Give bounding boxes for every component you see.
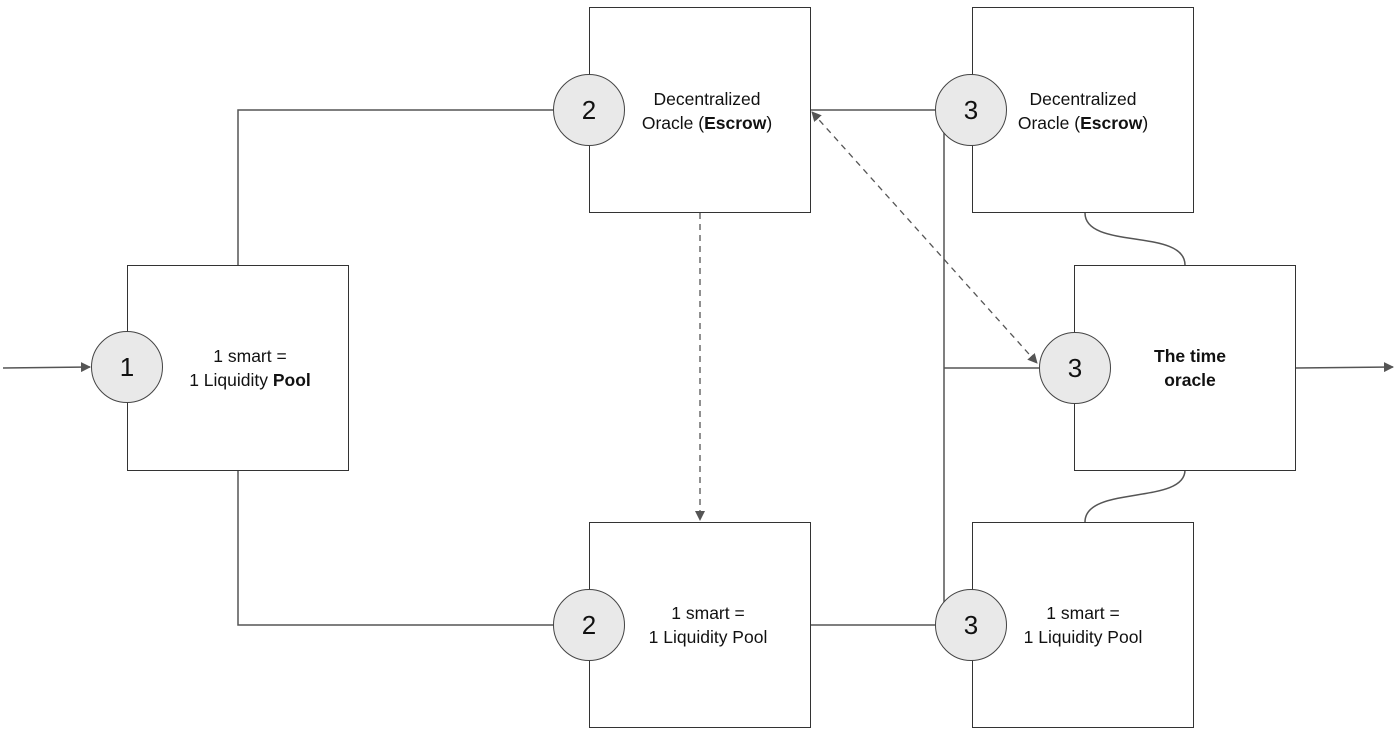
label-pool-3-line1: 1 smart = [1046, 603, 1120, 623]
label-oracle-2-line2a: Oracle ( [641, 113, 705, 133]
label-pool-2-line2: 1 Liquidity Pool [648, 627, 768, 647]
step-node-1: 1 [91, 331, 163, 403]
label-pool-1-line2b: Pool [272, 370, 311, 390]
label-oracle-3-line1: Decentralized [1029, 89, 1137, 109]
box-liquidity-pool-2 [589, 522, 811, 728]
label-time-oracle-line2: oracle [1164, 370, 1216, 390]
label-oracle-3-line2c: ) [1142, 113, 1149, 133]
input-arrow [2, 362, 91, 373]
label-oracle-2-line2c: ) [766, 113, 773, 133]
label-oracle-3: Decentralized Oracle (Escrow) [988, 87, 1178, 135]
box-oracle-escrow-3 [972, 7, 1194, 213]
label-pool-3: 1 smart = 1 Liquidity Pool [983, 601, 1183, 649]
output-arrow [1295, 362, 1394, 373]
label-pool-3-line2: 1 Liquidity Pool [1023, 627, 1143, 647]
wire-1-to-2-top [237, 109, 553, 265]
label-oracle-2-line2b: Escrow [704, 113, 767, 133]
curve-time-to-pool3 [1084, 469, 1186, 523]
box-oracle-escrow-2 [589, 7, 811, 213]
label-pool-1-line1: 1 smart = [213, 346, 287, 366]
label-oracle-2: Decentralized Oracle (Escrow) [612, 87, 802, 135]
label-oracle-3-line2a: Oracle ( [1017, 113, 1081, 133]
dashed-oracle-to-time [811, 111, 1038, 364]
label-oracle-2-line1: Decentralized [653, 89, 761, 109]
step-node-2-top: 2 [553, 74, 625, 146]
step-node-3-top: 3 [935, 74, 1007, 146]
label-time-oracle-line1: The time [1154, 346, 1226, 366]
box-liquidity-pool-1 [127, 265, 349, 471]
box-liquidity-pool-3 [972, 522, 1194, 728]
step-node-3-bottom: 3 [935, 589, 1007, 661]
label-pool-2-line1: 1 smart = [671, 603, 745, 623]
label-pool-2: 1 smart = 1 Liquidity Pool [608, 601, 808, 649]
curve-oracle3-to-time [1084, 212, 1186, 266]
label-time-oracle: The time oracle [1110, 344, 1270, 392]
label-pool-1-line2a: 1 Liquidity [189, 370, 273, 390]
label-oracle-3-line2b: Escrow [1080, 113, 1143, 133]
label-pool-1: 1 smart = 1 Liquidity Pool [160, 344, 340, 392]
step-node-2-bottom: 2 [553, 589, 625, 661]
wire-1-to-2-bottom [237, 470, 553, 626]
step-node-3-mid: 3 [1039, 332, 1111, 404]
box-time-oracle [1074, 265, 1296, 471]
